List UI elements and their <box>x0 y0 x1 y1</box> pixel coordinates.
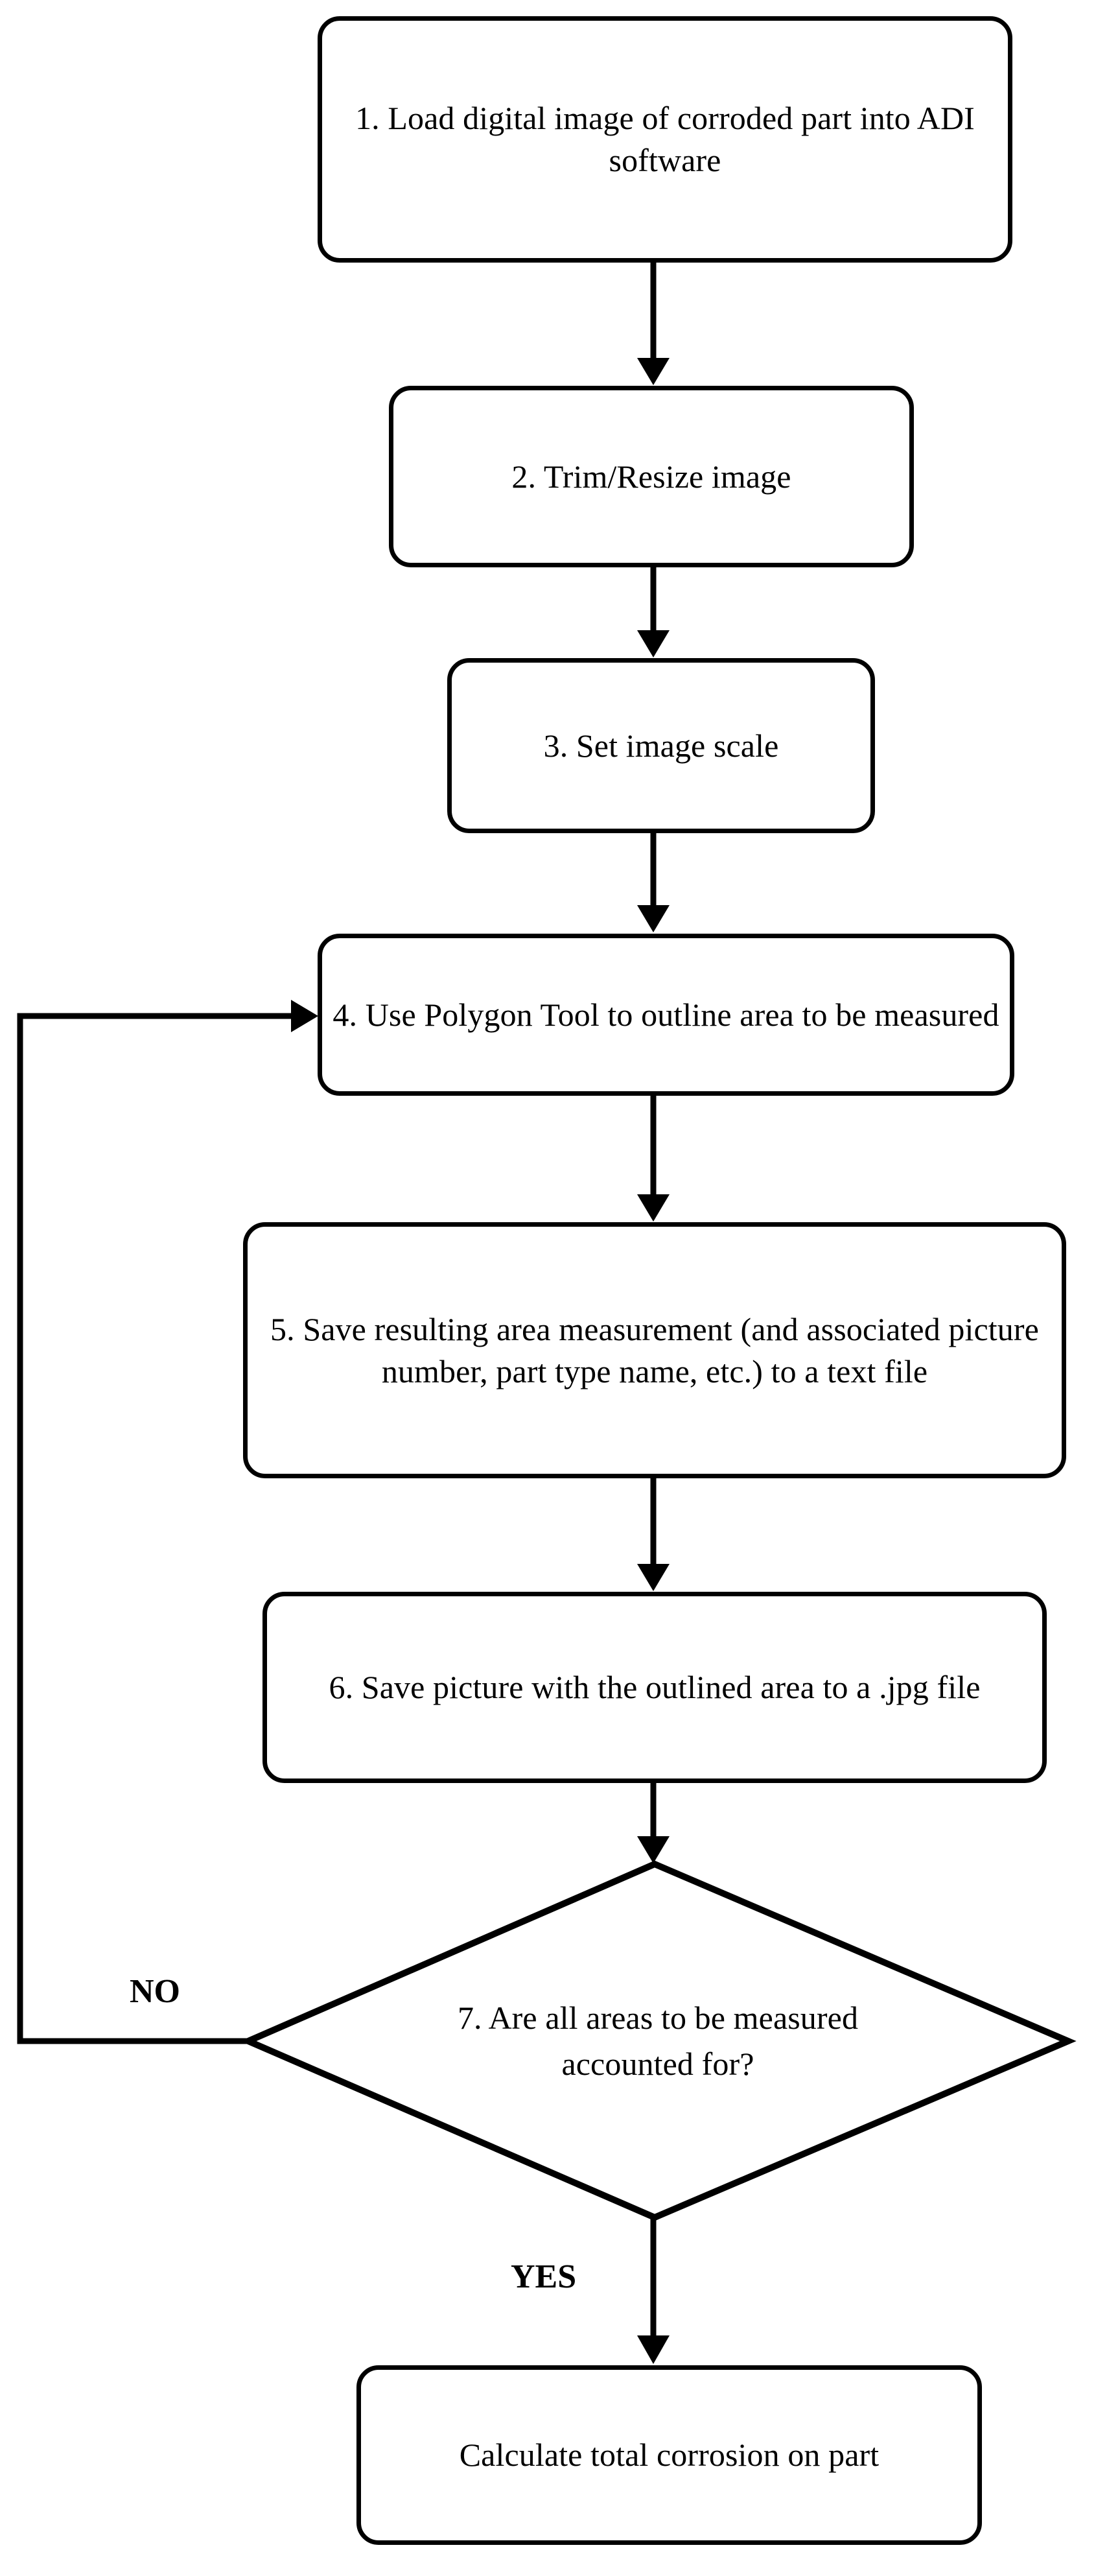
node-step1-label: 1. Load digital image of corroded part i… <box>355 100 975 178</box>
node-step7-label: 7. Are all areas to be measured accounte… <box>457 2000 859 2082</box>
node-step8[interactable]: Calculate total corrosion on part <box>356 2365 982 2545</box>
node-step2-label: 2. Trim/Resize image <box>511 458 791 495</box>
node-step3-label: 3. Set image scale <box>543 727 779 764</box>
node-step8-label: Calculate total corrosion on part <box>459 2437 880 2473</box>
edge-step2-step3 <box>637 567 670 657</box>
edge-step4-step5 <box>637 1096 670 1222</box>
node-step5[interactable]: 5. Save resulting area measurement (and … <box>243 1222 1066 1478</box>
node-step7[interactable]: 7. Are all areas to be measured accounte… <box>402 1911 914 2171</box>
edge-label-no: NO <box>130 1973 180 2010</box>
node-step6-label: 6. Save picture with the outlined area t… <box>329 1669 981 1705</box>
edge-step3-step4 <box>637 833 670 932</box>
node-step1[interactable]: 1. Load digital image of corroded part i… <box>318 16 1012 263</box>
edge-step7-step8-yes <box>637 2217 670 2364</box>
node-step4[interactable]: 4. Use Polygon Tool to outline area to b… <box>318 934 1014 1096</box>
edge-label-yes: YES <box>511 2258 577 2295</box>
node-step5-label: 5. Save resulting area measurement (and … <box>270 1310 1039 1389</box>
node-step4-label: 4. Use Polygon Tool to outline area to b… <box>332 996 999 1033</box>
node-step3[interactable]: 3. Set image scale <box>447 658 875 833</box>
edge-step6-step7 <box>637 1783 670 1863</box>
edge-step5-step6 <box>637 1478 670 1591</box>
edge-step1-step2 <box>637 263 670 385</box>
node-step2[interactable]: 2. Trim/Resize image <box>389 386 914 567</box>
node-step6[interactable]: 6. Save picture with the outlined area t… <box>262 1592 1047 1783</box>
edge-step7-step4-no <box>17 1000 318 2044</box>
